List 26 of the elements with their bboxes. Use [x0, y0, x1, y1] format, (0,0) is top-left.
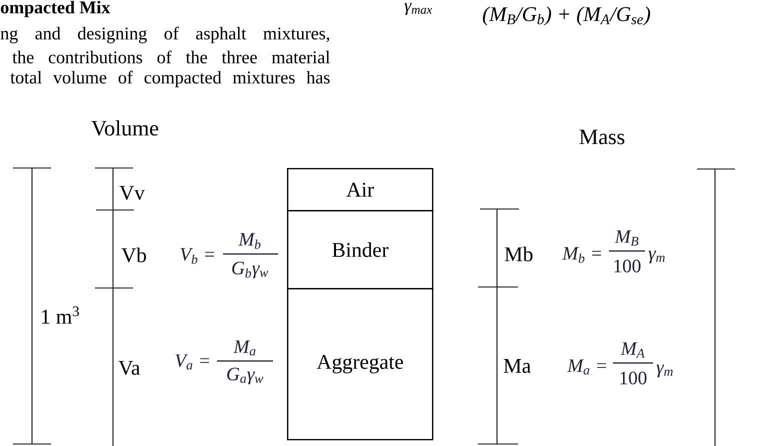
dimension-label: Vv — [119, 186, 145, 200]
label: γ$_{m}$ — [656, 364, 673, 378]
formula: V$_{a}$ = M$_{a}$ G$_{a}$γ$_{w}$ — [176, 340, 273, 384]
dimension-label: 1 m$^{3}$ — [42, 306, 79, 324]
column-heading: Volume — [91, 120, 158, 136]
label: 100 — [614, 260, 640, 272]
layer-box: Aggregate — [287, 288, 434, 440]
dimension-label: Ma — [504, 359, 531, 373]
label: 100 — [620, 372, 646, 384]
equation: γ$_{max}$ (M$_{B}$/G$_{b}$) + (M$_{A}$/G$_{se}$) — [404, 2, 650, 26]
section-heading: ompacted Mix — [0, 0, 110, 18]
label: M$_{a}$ = — [567, 359, 606, 375]
label: γ$_{m}$ — [648, 250, 665, 264]
label: M$_{b}$ = — [562, 247, 601, 263]
label: M$_{B}$ — [614, 230, 638, 246]
paragraph-text: ng and designing of asphalt mixtures, the contributions of the three material total volume of compacted mixtures has — [0, 26, 330, 88]
dimension-label: Mb — [504, 246, 532, 262]
column-heading: Mass — [580, 130, 624, 144]
label: M$_{A}$ — [620, 342, 645, 358]
formula: M$_{a}$ = M$_{A}$ 100 γ$_{m}$ — [567, 342, 673, 384]
layer-box: Binder — [287, 210, 434, 290]
dimension-label: Vb — [121, 248, 146, 262]
formula: V$_{b}$ = M$_{b}$ G$_{b}$γ$_{w}$ — [180, 233, 278, 278]
layer-box: Air — [287, 168, 434, 212]
dimension-label: Va — [118, 360, 140, 375]
formula: M$_{b}$ = M$_{B}$ 100 γ$_{m}$ — [562, 230, 665, 272]
